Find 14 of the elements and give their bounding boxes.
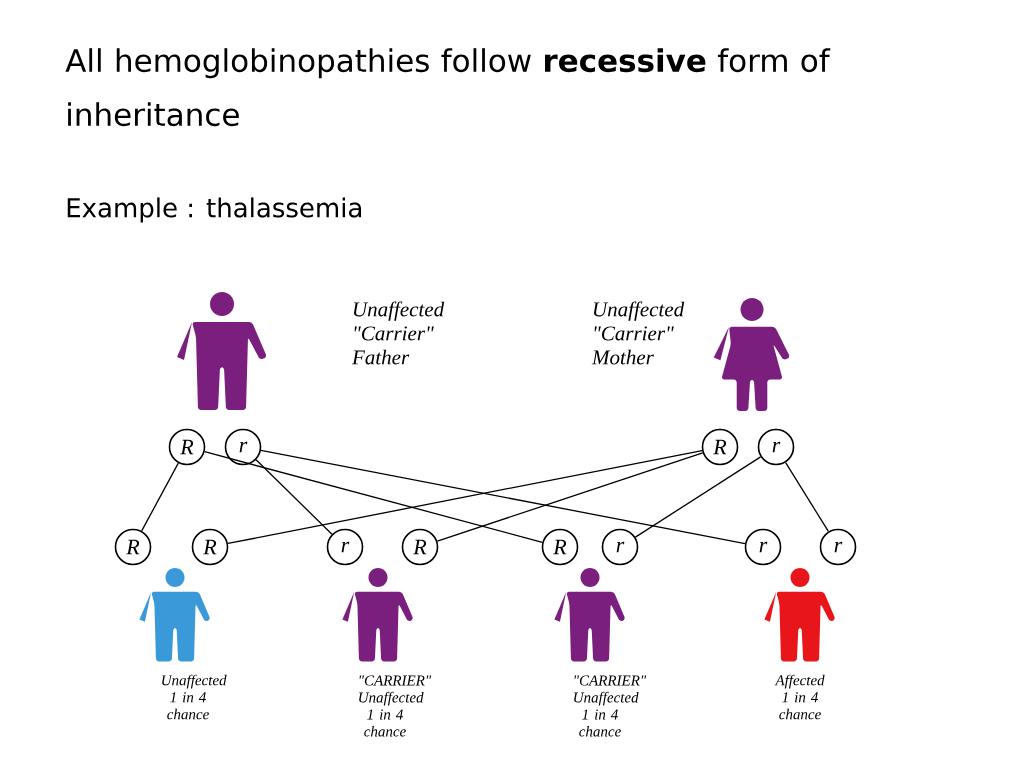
caption-text: Unaffected "Carrier" Father (351, 301, 445, 365)
connector-line (204, 451, 543, 543)
connector-line (634, 456, 762, 538)
title: All hemoglobinopathies follow recessive form of inheritance (65, 48, 831, 127)
caption-text: Affected 1 in 4 chance (774, 674, 825, 720)
caption-text: Unaffected 1 in 4 chance (162, 674, 227, 720)
caption-text: Unaffected "Carrier" Mother (591, 301, 685, 365)
caption-text: "CARRIER" Unaffected 1 in 4 chance (574, 675, 647, 737)
connector-line (255, 459, 333, 535)
connector-line (785, 461, 829, 533)
connector-line (436, 452, 704, 542)
subtitle: Example : thalassemia (67, 197, 362, 223)
connector-line (141, 462, 179, 532)
caption-text: "CARRIER" Unaffected 1 in 4 chance (359, 675, 432, 737)
